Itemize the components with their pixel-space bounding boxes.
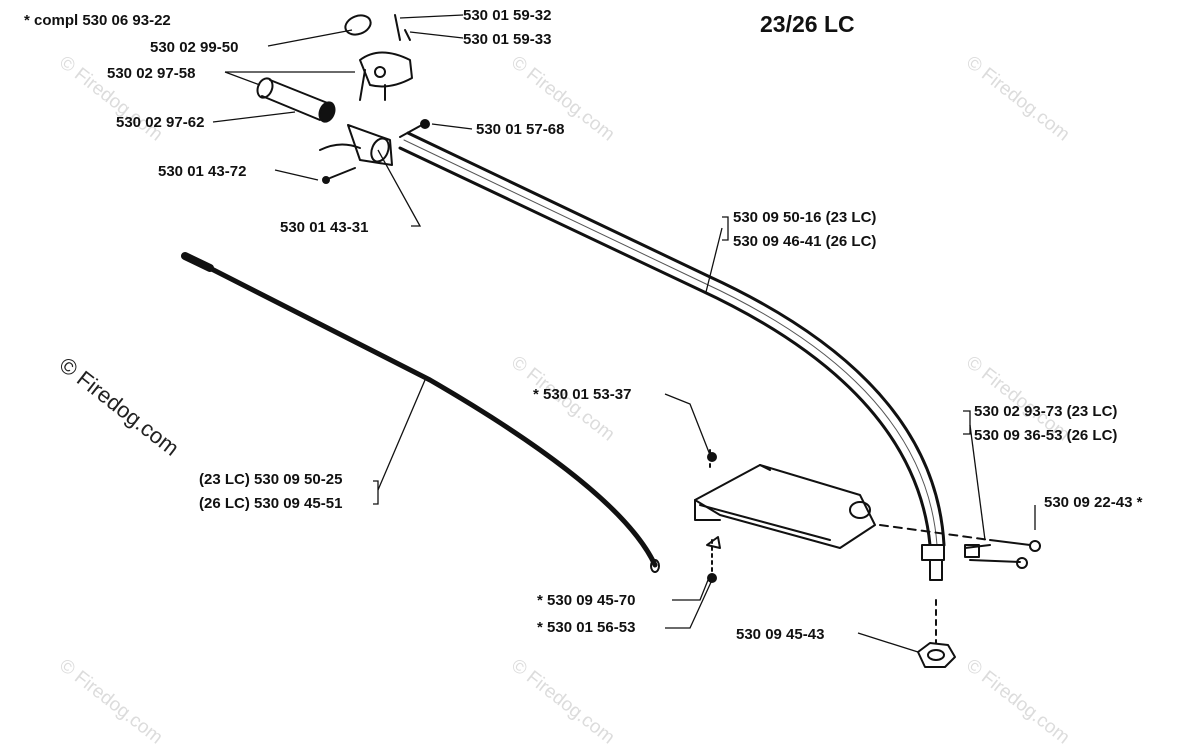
- label-guard-23lc: 530 02 93-73 (23 LC): [974, 403, 1118, 420]
- drive-cable: [181, 252, 660, 573]
- label-shaft-23lc: 530 09 50-16 (23 LC): [733, 209, 877, 226]
- label-compl: * compl 530 06 93-22: [24, 12, 171, 29]
- parts-diagram: © Firedog.com © Firedog.com © Firedog.co…: [24, 7, 1143, 748]
- label-530-01-53-37: * 530 01 53-37: [533, 386, 632, 403]
- shaft-tube: [398, 131, 946, 547]
- guard-screws: [964, 539, 1041, 569]
- label-530-01-57-68: 530 01 57-68: [476, 121, 565, 138]
- guard-bracket: [694, 464, 991, 549]
- label-530-09-45-43: 530 09 45-43: [736, 626, 825, 643]
- switch-housing: [344, 14, 413, 101]
- gear-head: [921, 544, 945, 646]
- shaft-clamp: [319, 119, 430, 184]
- label-530-01-43-72: 530 01 43-72: [158, 163, 247, 180]
- label-cable-23lc: (23 LC) 530 09 50-25: [199, 471, 343, 488]
- nut: [917, 642, 956, 668]
- label-530-09-22-43: 530 09 22-43 *: [1044, 494, 1143, 511]
- parts-drawing: [181, 14, 1041, 668]
- label-530-01-59-33: 530 01 59-33: [463, 31, 552, 48]
- page-title: 23/26 LC: [760, 11, 855, 37]
- handle-grip: [256, 77, 336, 123]
- label-guard-26lc: 530 09 36-53 (26 LC): [974, 427, 1118, 444]
- label-530-02-97-62: 530 02 97-62: [116, 114, 205, 131]
- label-530-01-56-53: * 530 01 56-53: [537, 619, 636, 636]
- label-530-09-45-70: * 530 09 45-70: [537, 592, 636, 609]
- label-530-02-97-58: 530 02 97-58: [107, 65, 196, 82]
- label-530-01-59-32: 530 01 59-32: [463, 7, 552, 24]
- label-530-02-99-50: 530 02 99-50: [150, 39, 239, 56]
- label-530-01-43-31: 530 01 43-31: [280, 219, 369, 236]
- label-shaft-26lc: 530 09 46-41 (26 LC): [733, 233, 877, 250]
- label-cable-26lc: (26 LC) 530 09 45-51: [199, 495, 343, 512]
